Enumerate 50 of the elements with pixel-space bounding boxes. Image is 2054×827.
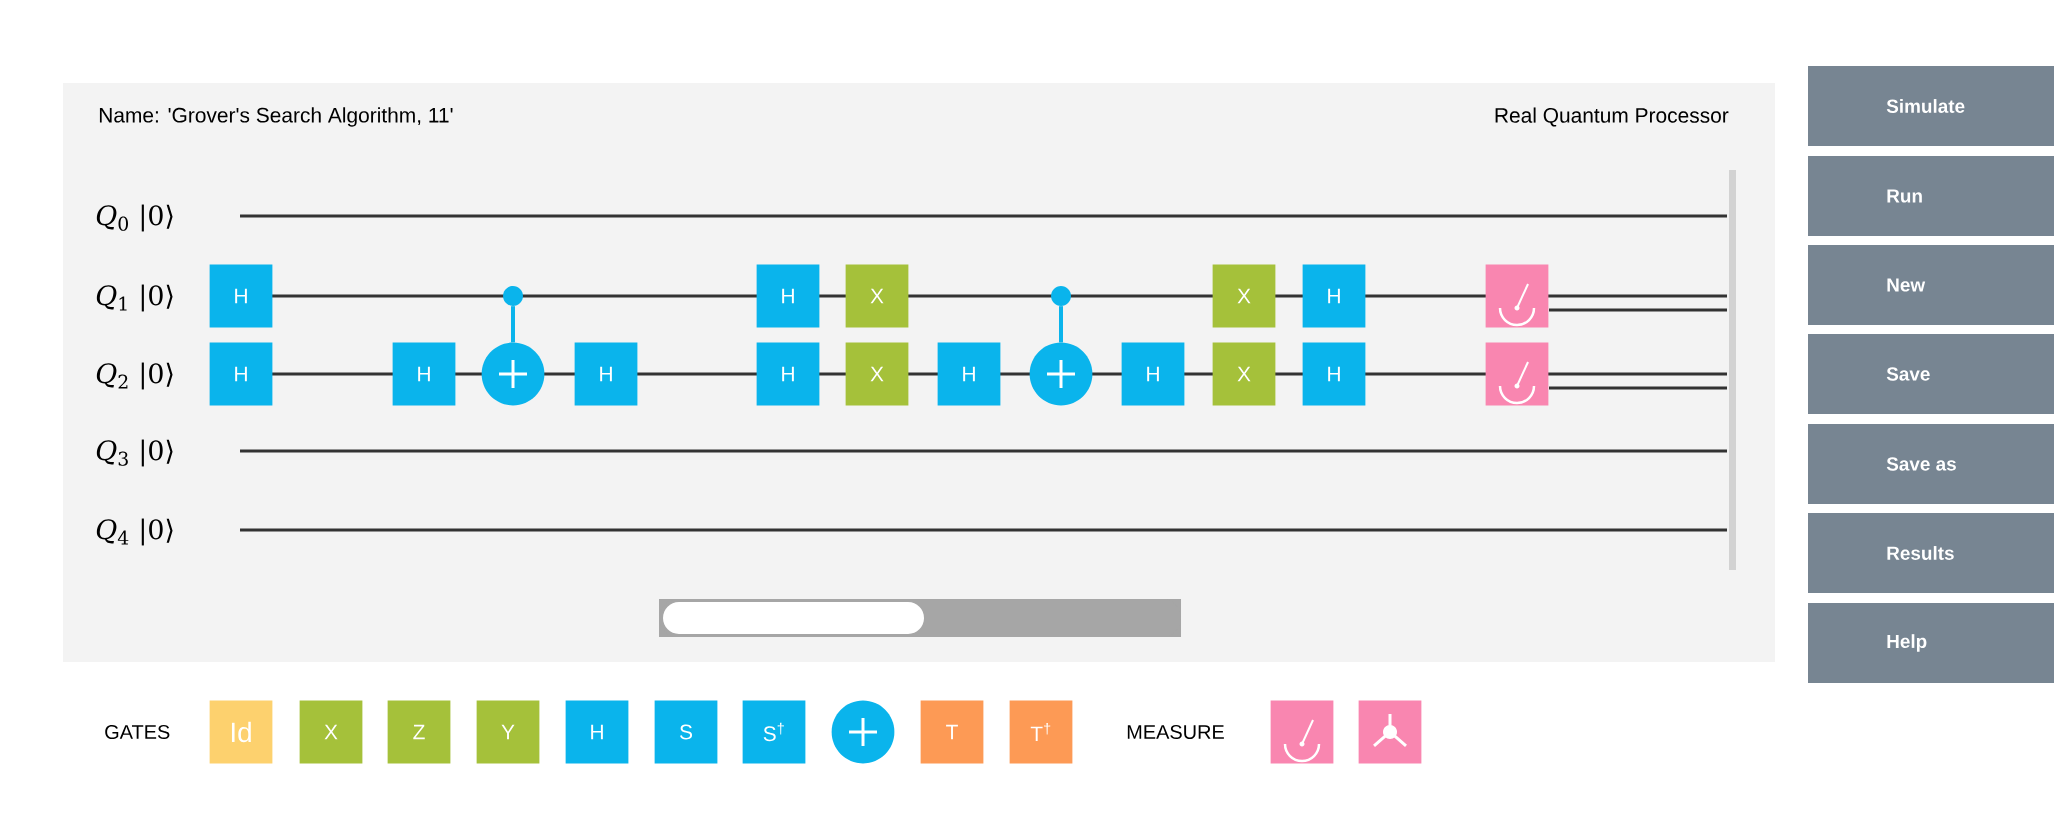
gate-box: H	[209, 264, 273, 328]
gate-box: H	[937, 342, 1001, 406]
circuit-name: Name: 'Grover's Search Algorithm, 11'	[99, 107, 453, 127]
gate-box: X	[845, 342, 909, 406]
sidebar-button: New	[1808, 245, 2054, 325]
cnot-target	[481, 342, 545, 406]
gate-box: X	[845, 264, 909, 328]
cnot-target	[1029, 342, 1093, 406]
gate-box: H	[1302, 342, 1366, 406]
gate-box: H	[756, 264, 820, 328]
palette-label: GATES	[105, 724, 170, 740]
gate-box: X	[1212, 342, 1276, 406]
gate-box: T$^{†}$	[1009, 700, 1073, 764]
gate-box: H	[574, 342, 638, 406]
measurement-gate	[1485, 264, 1549, 328]
gate-box: X	[1212, 264, 1276, 328]
gate-box: X	[299, 700, 363, 764]
gate-box: H	[565, 700, 629, 764]
sidebar-button: Save as	[1808, 424, 2054, 504]
control-dot	[1051, 286, 1071, 306]
sidebar-button: Simulate	[1808, 66, 2054, 146]
gate-box: H	[1302, 264, 1366, 328]
control-line	[1059, 306, 1063, 343]
gate-box: S$^{†}$	[742, 700, 806, 764]
gate-box: Y	[476, 700, 540, 764]
gate-box: Id	[209, 700, 273, 764]
sidebar-button: Results	[1808, 513, 2054, 593]
sidebar-button: Save	[1808, 334, 2054, 414]
measurement-gate	[1358, 700, 1422, 764]
gate-box: Z	[387, 700, 451, 764]
gate-box: H	[756, 342, 820, 406]
qubit-label: Q$_{3}$ |0⟩	[96, 439, 173, 467]
backend-label: Real Quantum Processor	[1495, 107, 1729, 127]
control-line	[511, 306, 515, 343]
sidebar-button: Help	[1808, 603, 2054, 683]
measurement-gate	[1270, 700, 1334, 764]
sidebar-button: Run	[1808, 156, 2054, 236]
control-dot	[503, 286, 523, 306]
palette-label: MEASURE	[1127, 724, 1224, 740]
gate-box: H	[209, 342, 273, 406]
qubit-label: Q$_{0}$ |0⟩	[96, 204, 173, 232]
qubit-label: Q$_{2}$ |0⟩	[96, 362, 173, 390]
gate-box: H	[1121, 342, 1185, 406]
qubit-label: Q$_{4}$ |0⟩	[96, 518, 173, 546]
cnot-target	[831, 700, 895, 764]
qubit-label: Q$_{1}$ |0⟩	[96, 284, 173, 312]
gate-box: S	[654, 700, 718, 764]
measurement-gate	[1485, 342, 1549, 406]
gate-box: T	[920, 700, 984, 764]
gate-box: H	[392, 342, 456, 406]
